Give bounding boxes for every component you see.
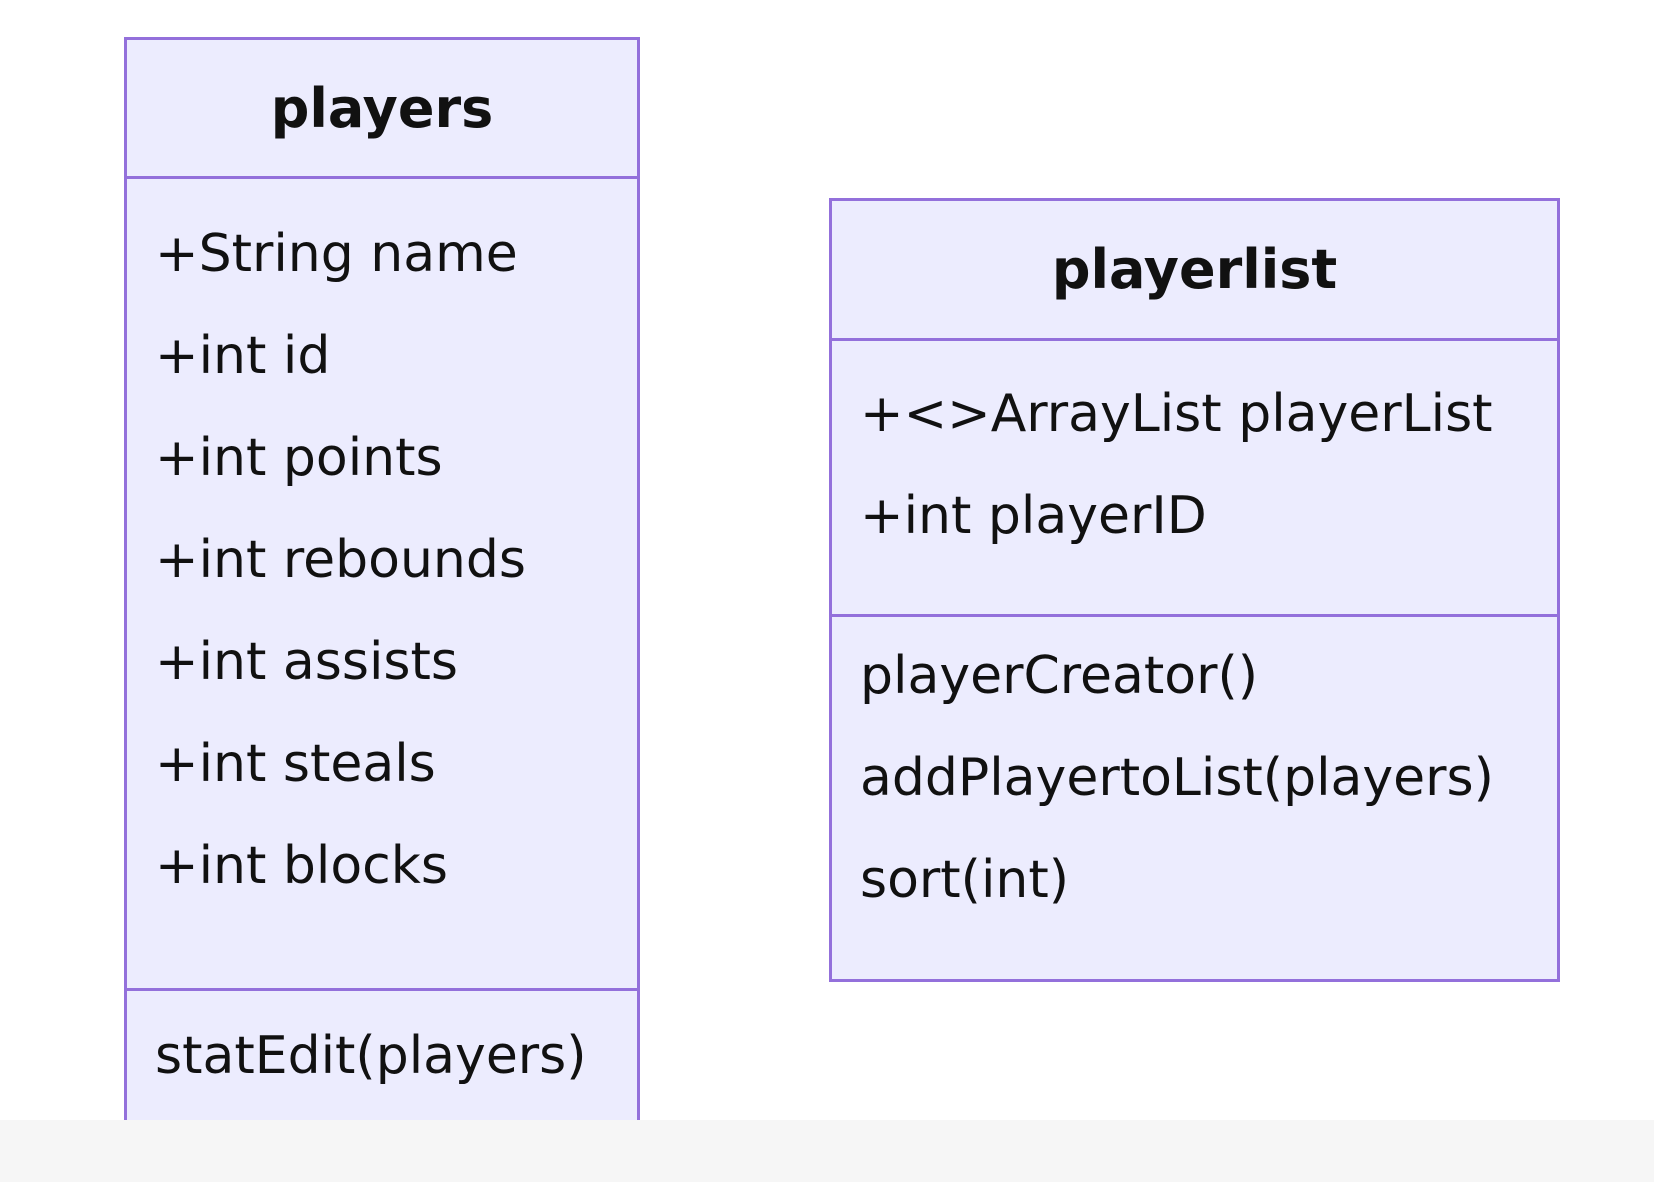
method-item: addPlayertoList(players) — [860, 748, 1494, 808]
class-title: players — [127, 40, 637, 179]
attribute-item: +int blocks — [155, 836, 448, 896]
attribute-item: +int rebounds — [155, 530, 526, 590]
methods-section: statEdit(players) — [127, 991, 637, 1107]
method-item: sort(int) — [860, 850, 1070, 910]
class-box-playerlist: playerlist +<>ArrayList playerList +int … — [829, 198, 1560, 982]
attributes-section: +<>ArrayList playerList +int playerID — [832, 341, 1557, 617]
attributes-section: +String name +int id +int points +int re… — [127, 179, 637, 991]
method-item: playerCreator() — [860, 646, 1259, 706]
methods-section: playerCreator() addPlayertoList(players)… — [832, 617, 1557, 931]
class-title: playerlist — [832, 201, 1557, 341]
method-item: statEdit(players) — [155, 1026, 587, 1086]
attribute-item: +int assists — [155, 632, 458, 692]
class-box-players: players +String name +int id +int points… — [124, 37, 640, 1141]
attribute-item: +int points — [155, 428, 443, 488]
attribute-item: +int steals — [155, 734, 436, 794]
attribute-item: +String name — [155, 224, 518, 284]
attribute-item: +int playerID — [860, 486, 1207, 546]
attribute-item: +int id — [155, 326, 331, 386]
attribute-item: +<>ArrayList playerList — [860, 384, 1493, 444]
bottom-background-strip — [0, 1120, 1654, 1182]
